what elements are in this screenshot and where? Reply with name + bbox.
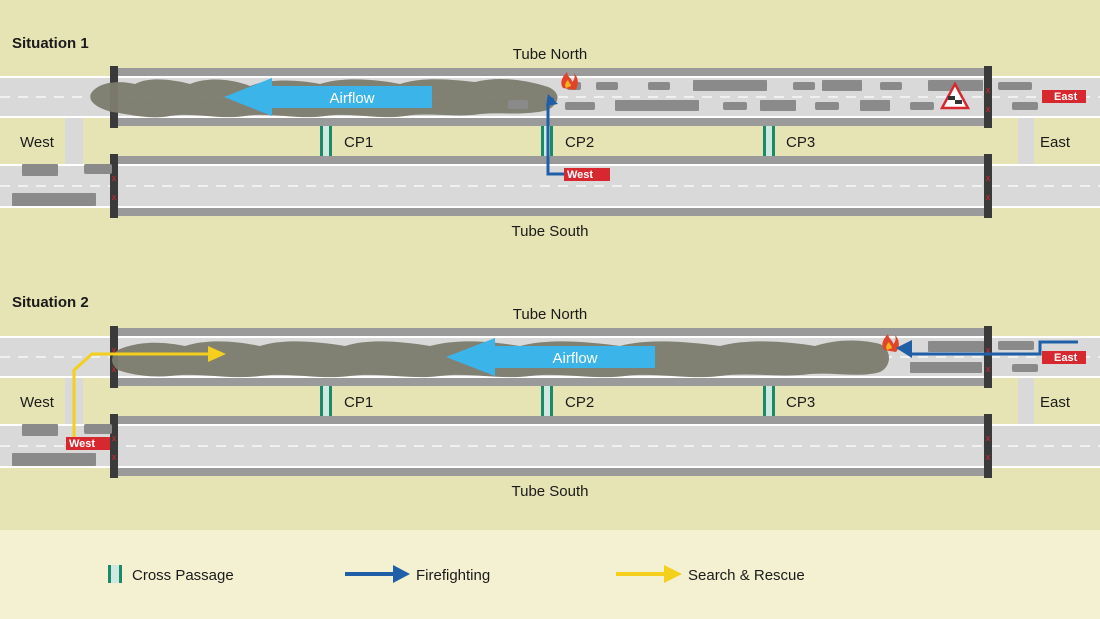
exit-tag-east: East: [1042, 351, 1086, 364]
firefighting-arrow-icon: [393, 565, 410, 583]
svg-text:East: East: [1054, 352, 1078, 364]
airflow-arrow: Airflow: [446, 338, 655, 376]
svg-text:x: x: [112, 345, 117, 355]
airflow-arrow: Airflow: [224, 78, 432, 116]
tube-north-wall-top: [112, 68, 990, 76]
search-rescue-arrow-icon: [664, 565, 682, 583]
search-rescue-path: [72, 352, 210, 438]
airflow-label: Airflow: [329, 90, 374, 107]
exit-tag-west: West: [66, 437, 110, 450]
svg-text:x: x: [986, 452, 991, 462]
exit-tag-west: West: [564, 168, 610, 181]
svg-text:x: x: [112, 192, 117, 202]
firefighting-path: [910, 340, 1078, 356]
tube-north-label: Tube North: [513, 46, 587, 63]
svg-text:x: x: [112, 452, 117, 462]
svg-text:x: x: [986, 104, 991, 114]
svg-text:x: x: [112, 433, 117, 443]
legend: Cross Passage Firefighting Search & Resc…: [0, 530, 1100, 619]
legend-search-rescue-label: Search & Rescue: [688, 567, 805, 584]
tube-north-wall-bottom: [112, 378, 990, 386]
svg-text:x: x: [986, 173, 991, 183]
tube-north-label: Tube North: [513, 306, 587, 323]
svg-text:x: x: [112, 173, 117, 183]
tube-south-wall-bottom: [112, 468, 990, 476]
tube-south-label: Tube South: [512, 483, 589, 500]
legend-firefighting: Firefighting: [345, 565, 490, 584]
cp2-label: CP2: [565, 134, 594, 151]
tube-south-wall-top: [112, 156, 990, 164]
cp1-label: CP1: [344, 134, 373, 151]
legend-cross-passage: Cross Passage: [108, 565, 234, 584]
west-label: West: [20, 134, 55, 151]
vehicles-north: [910, 341, 1038, 373]
tube-south-road: [0, 424, 1100, 468]
fire-icon: [561, 72, 578, 90]
fire-icon: [882, 334, 899, 352]
tube-north-wall-bottom: [112, 118, 990, 126]
east-label: East: [1040, 134, 1071, 151]
svg-text:x: x: [986, 433, 991, 443]
exit-tag-east: East: [1042, 90, 1086, 103]
situation-1-title: Situation 1: [12, 35, 89, 52]
svg-text:x: x: [986, 345, 991, 355]
tube-north-wall-top: [112, 328, 990, 336]
svg-text:x: x: [986, 85, 991, 95]
tube-south-wall-bottom: [112, 208, 990, 216]
cp3-label: CP3: [786, 134, 815, 151]
svg-text:x: x: [986, 364, 991, 374]
cross-passages: CP1 CP2 CP3: [320, 386, 815, 416]
vehicles-south: [12, 424, 112, 466]
cp2-label: CP2: [565, 394, 594, 411]
tube-south-label: Tube South: [512, 223, 589, 240]
situation-2-title: Situation 2: [12, 294, 89, 311]
svg-text:East: East: [1054, 91, 1078, 103]
situation-2: Situation 2 x x x x x: [0, 294, 1100, 500]
tube-south-wall-top: [112, 416, 990, 424]
legend-firefighting-label: Firefighting: [416, 567, 490, 584]
cross-passages: CP1 CP2 CP3: [320, 126, 815, 156]
tube-south-road: [0, 164, 1100, 208]
east-label: East: [1040, 394, 1071, 411]
svg-text:x: x: [112, 364, 117, 374]
airflow-label: Airflow: [552, 350, 597, 367]
cp3-label: CP3: [786, 394, 815, 411]
svg-text:West: West: [69, 438, 95, 450]
situation-1: Situation 1 x x: [0, 35, 1100, 240]
svg-text:West: West: [567, 169, 593, 181]
vehicles-south: [12, 164, 112, 206]
svg-text:x: x: [986, 192, 991, 202]
traffic-jam-warning-icon: [939, 81, 971, 110]
legend-cross-passage-label: Cross Passage: [132, 567, 234, 584]
west-label: West: [20, 394, 55, 411]
legend-search-rescue: Search & Rescue: [616, 565, 805, 584]
cp1-label: CP1: [344, 394, 373, 411]
